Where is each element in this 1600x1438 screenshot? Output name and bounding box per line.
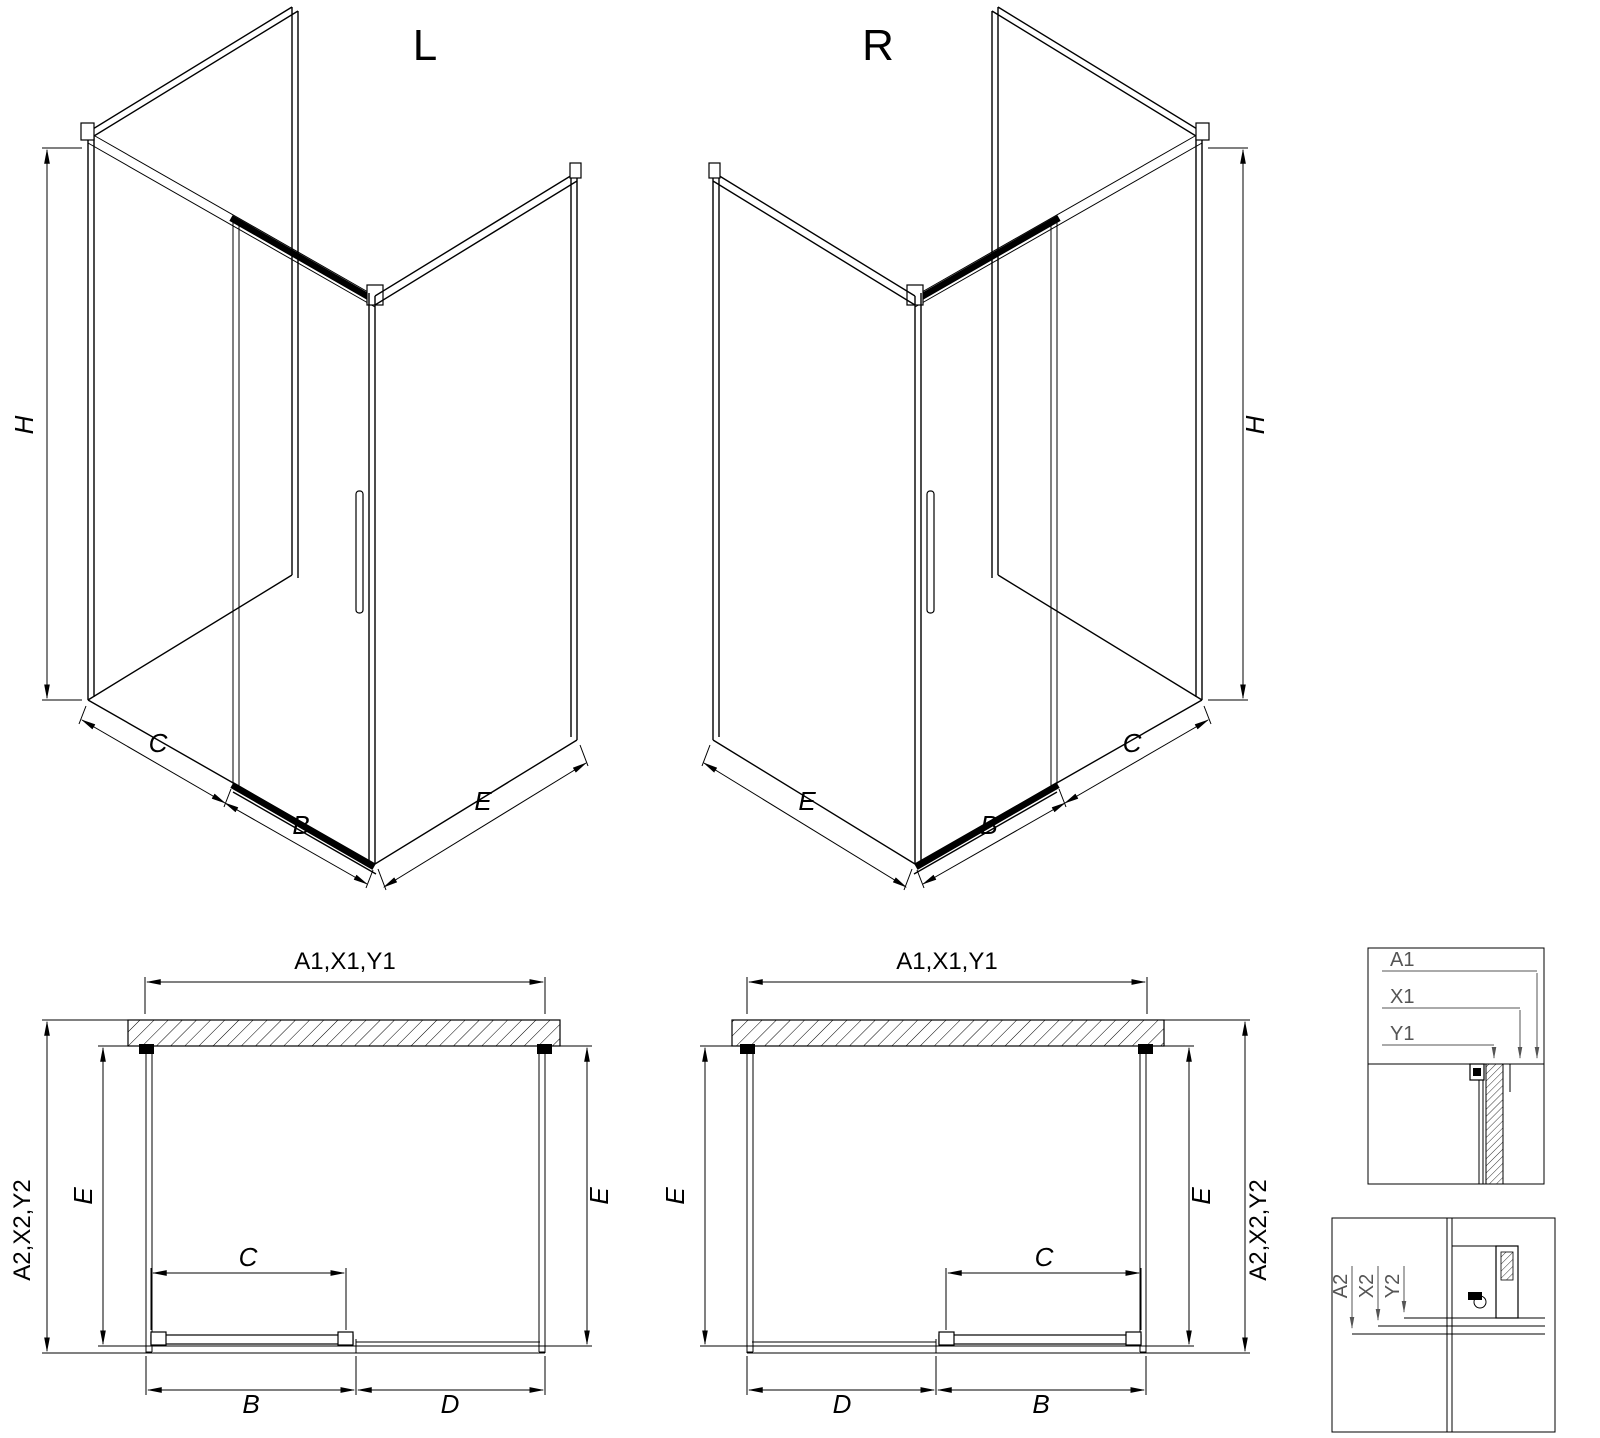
detail-label-y2: Y2 bbox=[1382, 1274, 1404, 1298]
detail-label-x2: X2 bbox=[1356, 1274, 1378, 1298]
dim-label-b-plan-left: B bbox=[242, 1389, 259, 1419]
dim-a1-extensions bbox=[144, 977, 546, 1014]
plan-bottom-track bbox=[145, 1339, 546, 1354]
dim-e-extensions bbox=[377, 744, 589, 891]
detail-wall-fixing: A1 X1 Y1 bbox=[1367, 947, 1545, 1185]
plan-left-labels: A1,X1,Y1 A2,X2,Y2 E E C B D bbox=[9, 948, 614, 1419]
track-end-cap bbox=[80, 122, 95, 141]
dim-a2-extensions bbox=[42, 1019, 146, 1354]
dim-label-c-plan-right: C bbox=[1035, 1242, 1054, 1272]
dimension-e-inner-left bbox=[98, 1045, 146, 1347]
dimension-a1-group bbox=[144, 977, 546, 1014]
dim-label-a2-right-plan: A2,X2,Y2 bbox=[1245, 1179, 1272, 1280]
dim-label-d-plan-left: D bbox=[441, 1389, 460, 1419]
dim-label-b-right: B bbox=[980, 810, 997, 840]
side-panel bbox=[374, 171, 578, 865]
dim-e-right-extensions bbox=[545, 1045, 592, 1347]
wall-section-left-plan bbox=[127, 1019, 561, 1047]
dim-label-e-left: E bbox=[474, 786, 492, 816]
dim-e-line bbox=[382, 762, 588, 888]
dim-label-e-left-inner: E bbox=[68, 1187, 98, 1205]
detail-wall-hatch bbox=[1485, 1063, 1504, 1185]
wall-bracket-right bbox=[537, 1044, 552, 1054]
plan-side-panel-right bbox=[538, 1046, 546, 1353]
door-handle bbox=[355, 490, 364, 614]
detail-guide-hatch bbox=[1500, 1251, 1514, 1281]
dimension-h bbox=[42, 147, 82, 701]
dimension-b-d-plan bbox=[145, 1356, 546, 1395]
detail-wall-profile-core bbox=[1473, 1068, 1481, 1076]
dim-e-left-extensions bbox=[98, 1045, 146, 1347]
detail-label-x1: X1 bbox=[1390, 986, 1414, 1008]
detail-label-a2: A2 bbox=[1330, 1274, 1352, 1298]
dim-bd-extensions bbox=[145, 1356, 546, 1395]
dimension-e bbox=[377, 744, 589, 891]
dim-c-extensions bbox=[150, 1268, 347, 1330]
plan-enclosure-geometry bbox=[42, 977, 592, 1395]
fixed-panel-edge bbox=[232, 221, 240, 787]
detail-glass-lines bbox=[1478, 1064, 1511, 1184]
back-wall-panel bbox=[87, 6, 299, 701]
door-track-top bbox=[87, 131, 376, 308]
detail-sill-lines bbox=[1352, 1317, 1545, 1335]
dim-label-c-plan-left: C bbox=[239, 1242, 258, 1272]
dimension-c-plan bbox=[150, 1268, 347, 1330]
wall-section-right-plan bbox=[731, 1019, 1165, 1047]
dim-h-extensions bbox=[42, 147, 82, 701]
detail-side-panel-lines bbox=[1446, 1218, 1453, 1432]
dim-label-d-plan-right: D bbox=[833, 1389, 852, 1419]
plan-roller-left bbox=[150, 1331, 167, 1346]
dim-label-h-right: H bbox=[1240, 415, 1270, 434]
iso-left-labels: L H C B E bbox=[9, 21, 492, 840]
dim-label-a2-left-plan: A2,X2,Y2 bbox=[9, 1179, 36, 1280]
dim-label-a1-right-plan: A1,X1,Y1 bbox=[896, 948, 997, 975]
dimension-e-inner-right bbox=[545, 1045, 592, 1347]
dim-label-e-right-inner-r: E bbox=[1186, 1187, 1216, 1205]
iso-enclosure-geometry-right bbox=[702, 7, 1248, 890]
plan-sliding-panel bbox=[150, 1334, 354, 1345]
dim-label-a1-left-plan: A1,X1,Y1 bbox=[294, 948, 395, 975]
dimension-b bbox=[223, 802, 374, 889]
plan-side-panel-left bbox=[145, 1046, 153, 1353]
iso-right-labels: R H E B C bbox=[798, 21, 1270, 840]
dim-label-b-left: B bbox=[292, 810, 309, 840]
side-panel-cap bbox=[569, 162, 582, 179]
door-top-rail bbox=[229, 215, 376, 303]
dim-b-extensions bbox=[365, 869, 374, 889]
dim-label-b-plan-right: B bbox=[1032, 1389, 1049, 1419]
detail-label-y1: Y1 bbox=[1390, 1023, 1414, 1045]
iso-left-title: L bbox=[413, 21, 437, 70]
dim-b-line bbox=[223, 802, 369, 885]
dim-label-e-right: E bbox=[798, 786, 816, 816]
door-front-edge bbox=[368, 293, 376, 864]
dimension-a2-group bbox=[42, 1019, 146, 1354]
plan-right-labels: A1,X1,Y1 A2,X2,Y2 E E C D B bbox=[660, 948, 1272, 1419]
dim-label-c-right: C bbox=[1123, 728, 1142, 758]
iso-right-title: R bbox=[862, 21, 894, 70]
dim-label-e-left-inner-r: E bbox=[660, 1187, 690, 1205]
dim-c-line bbox=[80, 719, 227, 804]
dim-label-h-left: H bbox=[9, 415, 39, 434]
dim-label-c-left: C bbox=[149, 728, 168, 758]
wall-bracket-left bbox=[139, 1044, 154, 1054]
detail-bottom-frame bbox=[1331, 1217, 1556, 1433]
detail-label-a1: A1 bbox=[1390, 949, 1414, 971]
detail-top-frame bbox=[1367, 947, 1545, 1185]
dim-label-e-right-inner: E bbox=[584, 1187, 614, 1205]
detail-guide-block bbox=[1468, 1292, 1482, 1300]
iso-enclosure-geometry bbox=[42, 6, 589, 891]
plan-roller-right bbox=[337, 1331, 354, 1346]
detail-bottom-guide: A2 X2 Y2 bbox=[1330, 1217, 1556, 1433]
